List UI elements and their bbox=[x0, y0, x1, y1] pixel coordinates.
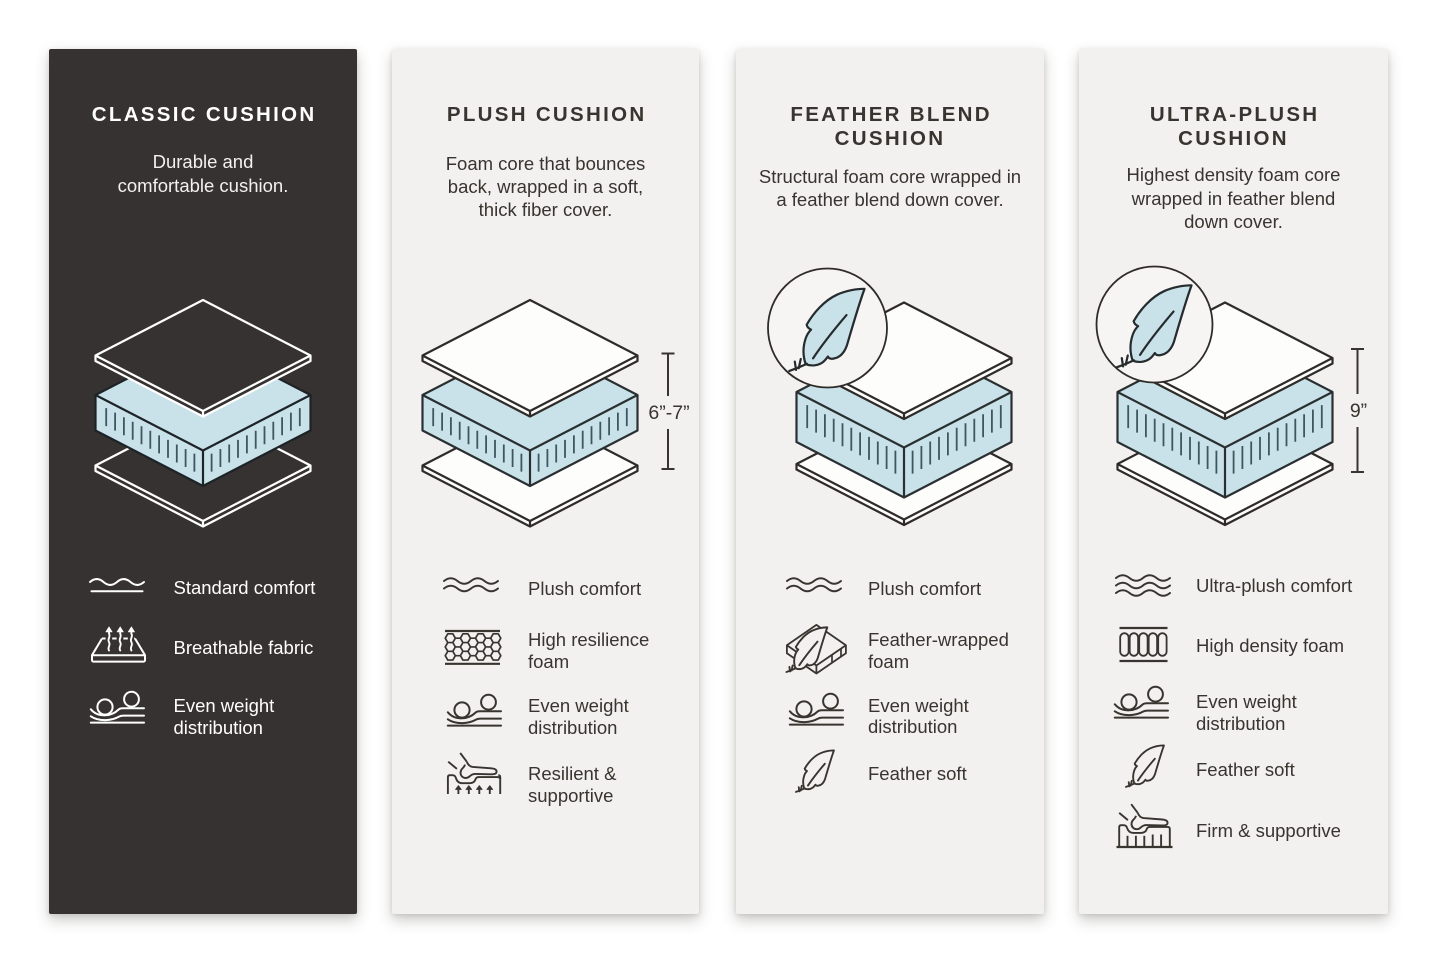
svg-text:9”: 9” bbox=[1350, 400, 1367, 422]
svg-text:6”-7”: 6”-7” bbox=[648, 402, 689, 424]
